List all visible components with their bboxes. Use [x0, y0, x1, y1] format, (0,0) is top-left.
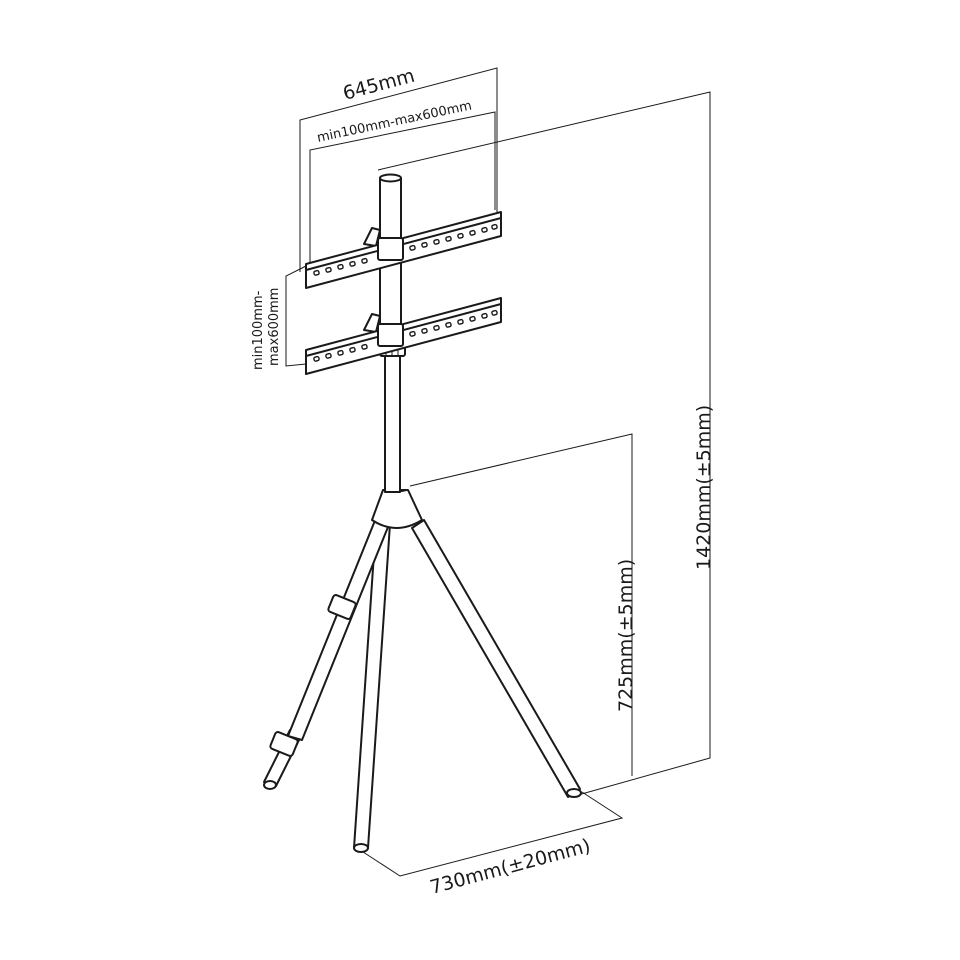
front-leg-foot: [353, 843, 369, 853]
upper-hook-bracket: [363, 227, 381, 247]
height-base-dimension-line: [409, 433, 633, 776]
pole-cap: [379, 173, 402, 183]
footprint-dimension-line: [359, 791, 624, 877]
label-vesa-vertical-1: min100mm-: [251, 290, 266, 370]
vesa-vertical-dimension-line: [285, 265, 307, 367]
lower-mounting-bar: [305, 297, 502, 375]
upper-mounting-bar: [305, 211, 502, 289]
tripod-legs: [263, 517, 582, 853]
width-dimension-line: [299, 67, 498, 272]
vesa-horizontal-dimension-line: [309, 111, 496, 262]
right-leg: [411, 519, 581, 798]
hub-body: [371, 489, 423, 529]
dimension-lines: [285, 67, 711, 877]
label-vesa-horizontal: min100mm-max600mm: [316, 98, 473, 145]
label-height-base: 725mm(±5mm): [615, 559, 637, 712]
lower-hook-bracket: [363, 313, 381, 333]
tripod-hub: [371, 489, 423, 529]
lower-pole: [384, 351, 401, 493]
label-height-total: 1420mm(±5mm): [693, 405, 715, 570]
dimension-labels: 645mm min100mm-max600mm min100mm- max600…: [251, 65, 715, 899]
upper-bar-slots: [313, 223, 498, 276]
lower-bar-clamp: [377, 323, 404, 347]
right-leg-foot: [566, 788, 582, 798]
left-leg-foot: [263, 780, 277, 790]
height-total-dimension-line: [377, 91, 711, 796]
label-footprint: 730mm(±20mm): [428, 835, 593, 899]
label-vesa-vertical-2: max600mm: [267, 288, 282, 366]
leg-clamp-lower: [269, 731, 299, 757]
upper-bar-clamp: [377, 237, 404, 261]
leg-clamp-upper: [327, 594, 357, 620]
lower-bar-slots: [313, 309, 498, 362]
